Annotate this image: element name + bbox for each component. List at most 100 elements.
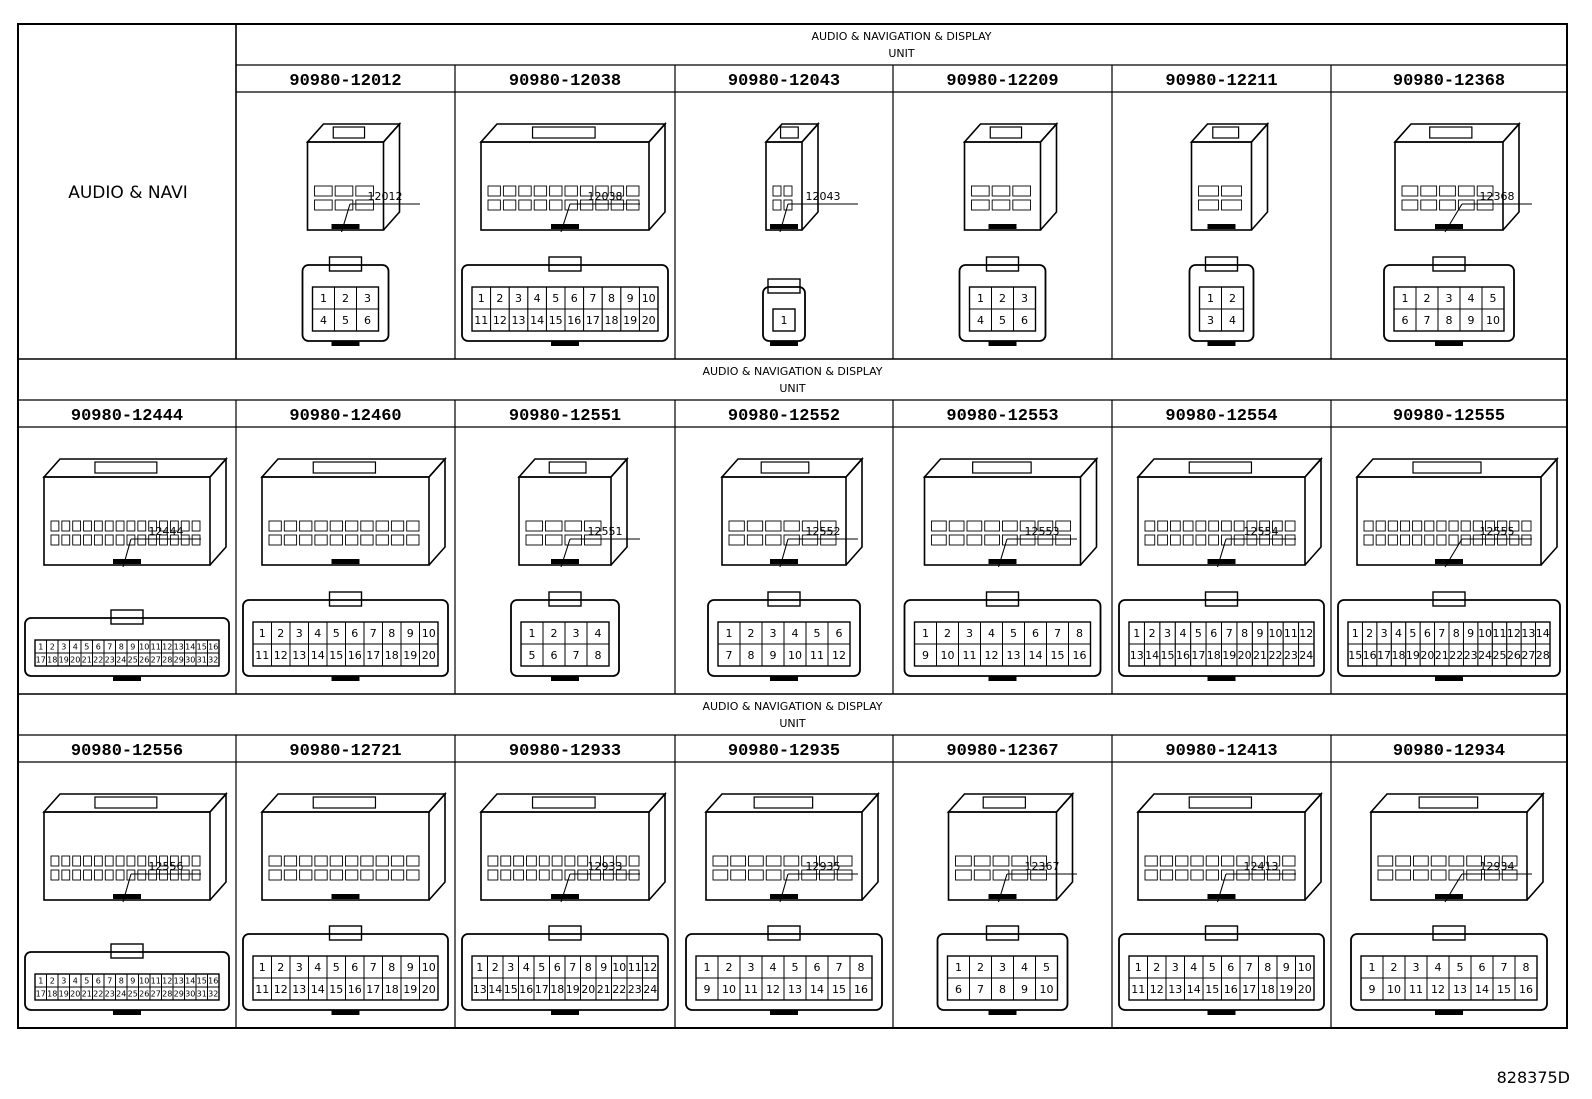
- leader-line: [560, 873, 640, 903]
- housing-front-face: [1137, 476, 1306, 566]
- housing-cavity: [390, 855, 405, 867]
- pin-number: 7: [370, 627, 377, 640]
- pin-number: 23: [628, 983, 642, 996]
- housing-cavity: [159, 855, 168, 867]
- housing-cavity: [1413, 855, 1429, 867]
- housing-cavity: [169, 534, 179, 546]
- housing-cavity: [169, 520, 179, 532]
- housing-cavity: [137, 520, 147, 532]
- pin-number: 12: [1507, 627, 1521, 640]
- part-number: 90980-12721: [289, 742, 401, 761]
- housing-latch: [1188, 461, 1253, 474]
- housing-cavity: [1448, 520, 1459, 532]
- pin-number: 1: [476, 961, 483, 974]
- pin-number: 10: [1486, 314, 1500, 327]
- pin-number: 2: [492, 961, 499, 974]
- housing-cavity: [1448, 855, 1465, 867]
- housing-cavity: [104, 869, 114, 881]
- diagram-code: 828375D: [1496, 1068, 1570, 1087]
- connector-code-label: 12933: [588, 860, 623, 873]
- pin-number: 9: [1021, 983, 1028, 996]
- pin-number: 14: [488, 983, 502, 996]
- pin-number: 17: [1242, 983, 1256, 996]
- pin-number: 2: [999, 292, 1006, 305]
- housing-cavity: [551, 855, 563, 867]
- housing-cavity: [765, 869, 782, 881]
- pin-number: 12: [274, 649, 288, 662]
- pin-number: 20: [1298, 983, 1312, 996]
- pin-number: 15: [504, 983, 518, 996]
- pin-number: 17: [366, 983, 380, 996]
- pin-number: 2: [50, 643, 55, 652]
- pin-number: 16: [854, 983, 868, 996]
- housing-front-face: [480, 141, 650, 231]
- pin-number: 15: [549, 314, 563, 327]
- housing-cavity: [1198, 185, 1219, 197]
- housing-cavity: [1198, 199, 1219, 211]
- housing-cavity: [115, 855, 125, 867]
- pin-number: 16: [1519, 983, 1533, 996]
- housing-cavity: [93, 855, 103, 867]
- pin-number: 15: [329, 649, 343, 662]
- pin-number: 1: [320, 292, 327, 305]
- housing-cavity: [148, 534, 158, 546]
- housing-cavity: [72, 869, 82, 881]
- pin-cavity: [827, 643, 851, 667]
- housing-cavity: [1012, 199, 1031, 211]
- housing-cavity: [314, 520, 328, 532]
- pin-number: 14: [311, 649, 325, 662]
- pin-number: 8: [858, 961, 865, 974]
- housing-cavity: [360, 855, 374, 867]
- pin-number: 6: [1227, 961, 1234, 974]
- housing-cavity: [390, 869, 405, 881]
- housing-cavity: [533, 185, 548, 197]
- housing-cavity: [966, 520, 983, 532]
- housing-cavity: [148, 855, 158, 867]
- housing-cavity: [801, 534, 819, 546]
- housing-latch: [548, 461, 587, 474]
- pin-number: 6: [571, 292, 578, 305]
- connector-housing-icon: [1136, 791, 1323, 901]
- housing-cavity: [314, 185, 333, 197]
- connector-housing-icon: [764, 121, 820, 231]
- housing-latch: [982, 796, 1026, 809]
- face-bottom-key: [331, 676, 360, 681]
- housing-front-face: [480, 811, 650, 901]
- pin-number: 16: [1073, 649, 1087, 662]
- pin-number: 19: [1222, 649, 1236, 662]
- housing-front-face: [765, 141, 803, 231]
- housing-cavity: [61, 520, 71, 532]
- pin-number: 8: [1241, 627, 1248, 640]
- part-number: 90980-12211: [1165, 72, 1277, 91]
- housing-cavity: [836, 869, 853, 881]
- housing-cavity: [1205, 855, 1219, 867]
- housing-cavity: [1399, 520, 1411, 532]
- pin-number: 5: [529, 649, 536, 662]
- housing-cavity: [104, 855, 114, 867]
- housing-cavity: [1448, 534, 1459, 546]
- housing-front-face: [43, 811, 211, 901]
- pin-number: 16: [1363, 649, 1377, 662]
- housing-cavity: [730, 855, 746, 867]
- housing-cavity: [375, 869, 389, 881]
- pin-number: 12: [274, 983, 288, 996]
- pin-number: 6: [1479, 961, 1486, 974]
- housing-side-face: [648, 791, 666, 901]
- pin-number: 14: [1145, 649, 1159, 662]
- housing-cavity: [1509, 534, 1520, 546]
- face-bottom-key: [113, 1010, 141, 1015]
- pin-number: 11: [151, 977, 161, 986]
- pin-number: 2: [277, 627, 284, 640]
- housing-cavity: [61, 855, 71, 867]
- pin-cavity: [1068, 643, 1091, 667]
- pin-number: 17: [36, 656, 46, 665]
- pin-number: 17: [366, 649, 380, 662]
- part-number: 90980-12556: [71, 742, 183, 761]
